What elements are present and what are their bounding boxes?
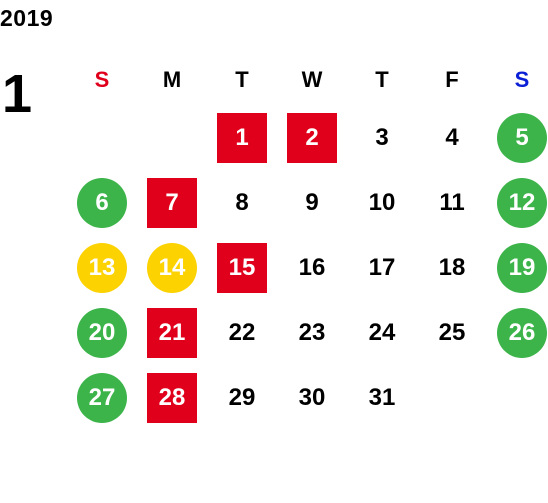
calendar-cell: 24 (347, 300, 417, 365)
calendar-cell: 2 (277, 105, 347, 170)
calendar-day[interactable]: 9 (305, 188, 319, 216)
calendar-day[interactable]: 29 (228, 383, 256, 411)
calendar-cell: 7 (137, 170, 207, 235)
calendar-cell: 4 (417, 105, 487, 170)
weekday-friday: F (445, 67, 459, 92)
calendar-day[interactable]: 21 (147, 307, 197, 358)
calendar-cell (417, 365, 487, 430)
calendar-cell: 17 (347, 235, 417, 300)
weekday-tuesday: T (235, 67, 249, 92)
calendar-day (497, 373, 547, 423)
calendar-cell: 11 (417, 170, 487, 235)
calendar-day[interactable]: 5 (497, 112, 547, 163)
calendar-day[interactable]: 16 (298, 253, 326, 281)
calendar-cell: 29 (207, 365, 277, 430)
calendar-cell: 3 (347, 105, 417, 170)
calendar-day[interactable]: 27 (77, 372, 127, 423)
calendar-cell (67, 105, 137, 170)
calendar-day[interactable]: 10 (368, 188, 396, 216)
calendar-cell: 9 (277, 170, 347, 235)
calendar-day[interactable]: 6 (77, 177, 127, 228)
calendar-cell: 5 (487, 105, 548, 170)
calendar-cell: 19 (487, 235, 548, 300)
weekday-wednesday: W (301, 67, 323, 92)
calendar-day[interactable]: 23 (298, 318, 326, 346)
calendar-cell: 15 (207, 235, 277, 300)
calendar-day (427, 373, 477, 423)
calendar-cell (487, 365, 548, 430)
calendar-cell: 13 (67, 235, 137, 300)
calendar-day[interactable]: 31 (368, 383, 396, 411)
calendar-cell: 20 (67, 300, 137, 365)
calendar-cell: 23 (277, 300, 347, 365)
calendar-day[interactable]: 24 (368, 318, 396, 346)
calendar-day[interactable]: 7 (147, 177, 197, 228)
calendar-cell: 1 (207, 105, 277, 170)
calendar-day[interactable]: 25 (438, 318, 466, 346)
calendar-day[interactable]: 22 (228, 318, 256, 346)
calendar-day[interactable]: 14 (147, 242, 197, 293)
calendar-day[interactable]: 15 (217, 242, 267, 293)
weekday-sunday: S (94, 67, 110, 92)
year-label: 2019 (0, 5, 54, 31)
calendar-cell: 14 (137, 235, 207, 300)
weekday-thursday: T (375, 67, 389, 92)
calendar-cell: 26 (487, 300, 548, 365)
calendar-cell: 18 (417, 235, 487, 300)
calendar-cell: 31 (347, 365, 417, 430)
calendar-day[interactable]: 18 (438, 253, 466, 281)
calendar-day[interactable]: 26 (497, 307, 547, 358)
calendar-cell: 27 (67, 365, 137, 430)
weekday-saturday: S (514, 67, 530, 92)
calendar-cell: 22 (207, 300, 277, 365)
calendar-cell: 21 (137, 300, 207, 365)
calendar-day (147, 113, 197, 163)
calendar-day[interactable]: 30 (298, 383, 326, 411)
calendar-day[interactable]: 4 (445, 123, 459, 151)
calendar-day[interactable]: 17 (368, 253, 396, 281)
calendar-day[interactable]: 2 (287, 112, 337, 163)
calendar-day[interactable]: 8 (235, 188, 249, 216)
month-number: 1 (2, 64, 33, 124)
calendar-cell: 25 (417, 300, 487, 365)
calendar-cell: 10 (347, 170, 417, 235)
calendar-day[interactable]: 20 (77, 307, 127, 358)
calendar-day[interactable]: 28 (147, 372, 197, 423)
calendar-grid: S M T W T F S 1 2 3 4 5 6 7 8 9 10 11 12… (67, 55, 548, 430)
calendar-day[interactable]: 12 (497, 177, 547, 228)
calendar-day (77, 113, 127, 163)
calendar-cell (137, 105, 207, 170)
calendar-day[interactable]: 3 (375, 123, 389, 151)
calendar-cell: 6 (67, 170, 137, 235)
calendar-day[interactable]: 11 (439, 188, 465, 216)
calendar-day[interactable]: 13 (77, 242, 127, 293)
calendar-cell: 16 (277, 235, 347, 300)
calendar-day[interactable]: 19 (497, 242, 547, 293)
calendar-day[interactable]: 1 (217, 112, 267, 163)
calendar-cell: 30 (277, 365, 347, 430)
calendar-cell: 28 (137, 365, 207, 430)
calendar-cell: 12 (487, 170, 548, 235)
calendar-cell: 8 (207, 170, 277, 235)
weekday-monday: M (162, 67, 182, 92)
